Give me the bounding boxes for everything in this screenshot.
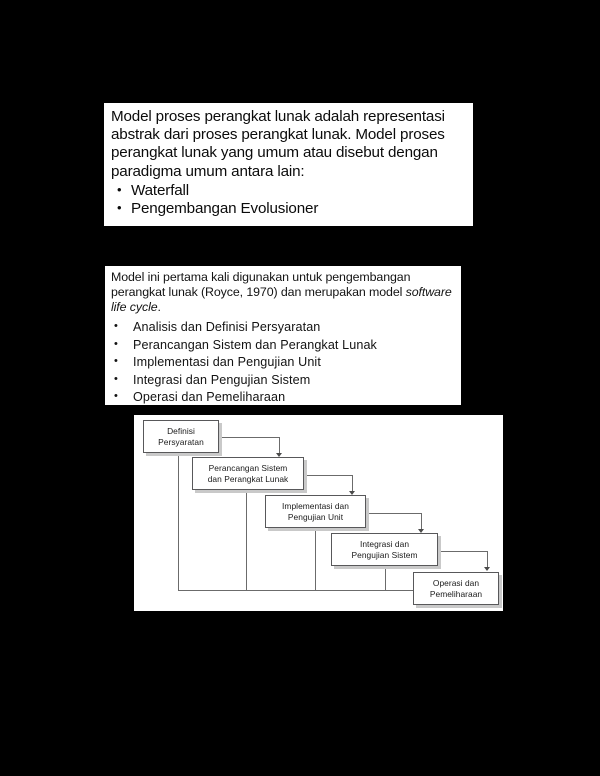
- stage-label-line1: Operasi dan: [432, 577, 480, 588]
- waterfall-paragraph: Model ini pertama kali digunakan untuk p…: [111, 270, 457, 315]
- connector-forward-2-horizontal: [303, 475, 352, 476]
- list-item: Implementasi dan Pengujian Unit: [111, 353, 457, 371]
- stage-box-perancangan-sistem[interactable]: Perancangan Sistem dan Perangkat Lunak: [192, 457, 304, 490]
- stage-label-line1: Perancangan Sistem: [208, 462, 288, 473]
- list-item: Perancangan Sistem dan Perangkat Lunak: [111, 336, 457, 354]
- feedback-line-stage-4: [385, 568, 386, 590]
- stage-label-line1: Definisi: [167, 425, 195, 436]
- stage-box-operasi-pemeliharaan[interactable]: Operasi dan Pemeliharaan: [413, 572, 499, 605]
- waterfall-diagram: Definisi Persyaratan Perancangan Sistem …: [134, 415, 503, 611]
- stage-box-definisi-persyaratan[interactable]: Definisi Persyaratan: [143, 420, 219, 453]
- waterfall-paragraph-tail: .: [157, 300, 161, 315]
- stage-label-line2: Pengujian Unit: [287, 511, 344, 522]
- arrow-into-stage-5: [484, 567, 490, 571]
- stage-label-line2: dan Perangkat Lunak: [207, 473, 289, 484]
- stage-label-line2: Pengujian Sistem: [351, 549, 418, 560]
- feedback-line-stage-3: [315, 530, 316, 590]
- list-item: Integrasi dan Pengujian Sistem: [111, 370, 457, 389]
- connector-forward-3-vertical: [421, 513, 422, 531]
- stage-label-line2: Persyaratan: [158, 436, 204, 447]
- arrow-into-stage-3: [349, 491, 355, 495]
- feedback-line-stage-1: [178, 455, 179, 590]
- stage-box-integrasi-pengujian-sistem[interactable]: Integrasi dan Pengujian Sistem: [331, 533, 438, 566]
- connector-forward-4-vertical: [487, 551, 488, 569]
- stage-label-line1: Integrasi dan: [359, 538, 410, 549]
- intro-paragraph: Model proses perangkat lunak adalah repr…: [111, 108, 445, 180]
- list-item: Analisis dan Definisi Persyaratan: [111, 318, 457, 336]
- list-item: Waterfall: [111, 181, 467, 201]
- list-item: Operasi dan Pemeliharaan: [111, 388, 457, 406]
- intro-text-panel: Model proses perangkat lunak adalah repr…: [104, 103, 473, 226]
- feedback-rail: [178, 590, 413, 591]
- arrow-into-stage-2: [276, 453, 282, 457]
- stage-label-line2: Pemeliharaan: [429, 588, 483, 599]
- connector-forward-2-vertical: [352, 475, 353, 493]
- waterfall-description-panel: Model ini pertama kali digunakan untuk p…: [105, 266, 461, 406]
- connector-forward-4-horizontal: [437, 551, 487, 552]
- list-item: Pengembangan Evolusioner: [111, 199, 467, 219]
- stage-box-implementasi-pengujian-unit[interactable]: Implementasi dan Pengujian Unit: [265, 495, 366, 528]
- connector-forward-1-vertical: [279, 437, 280, 455]
- waterfall-phase-list: Analisis dan Definisi Persyaratan Peranc…: [111, 318, 457, 406]
- connector-forward-1-horizontal: [218, 437, 279, 438]
- waterfall-paragraph-emphasis: software life cycle: [111, 285, 452, 315]
- connector-forward-3-horizontal: [365, 513, 421, 514]
- stage-label-line1: Implementasi dan: [282, 500, 349, 511]
- paradigm-bullet-list: Waterfall Pengembangan Evolusioner: [111, 181, 467, 219]
- feedback-line-stage-2: [246, 492, 247, 590]
- waterfall-diagram-panel: Definisi Persyaratan Perancangan Sistem …: [134, 415, 503, 611]
- waterfall-paragraph-lead: Model ini pertama kali digunakan untuk p…: [111, 270, 411, 300]
- arrow-into-stage-4: [418, 529, 424, 533]
